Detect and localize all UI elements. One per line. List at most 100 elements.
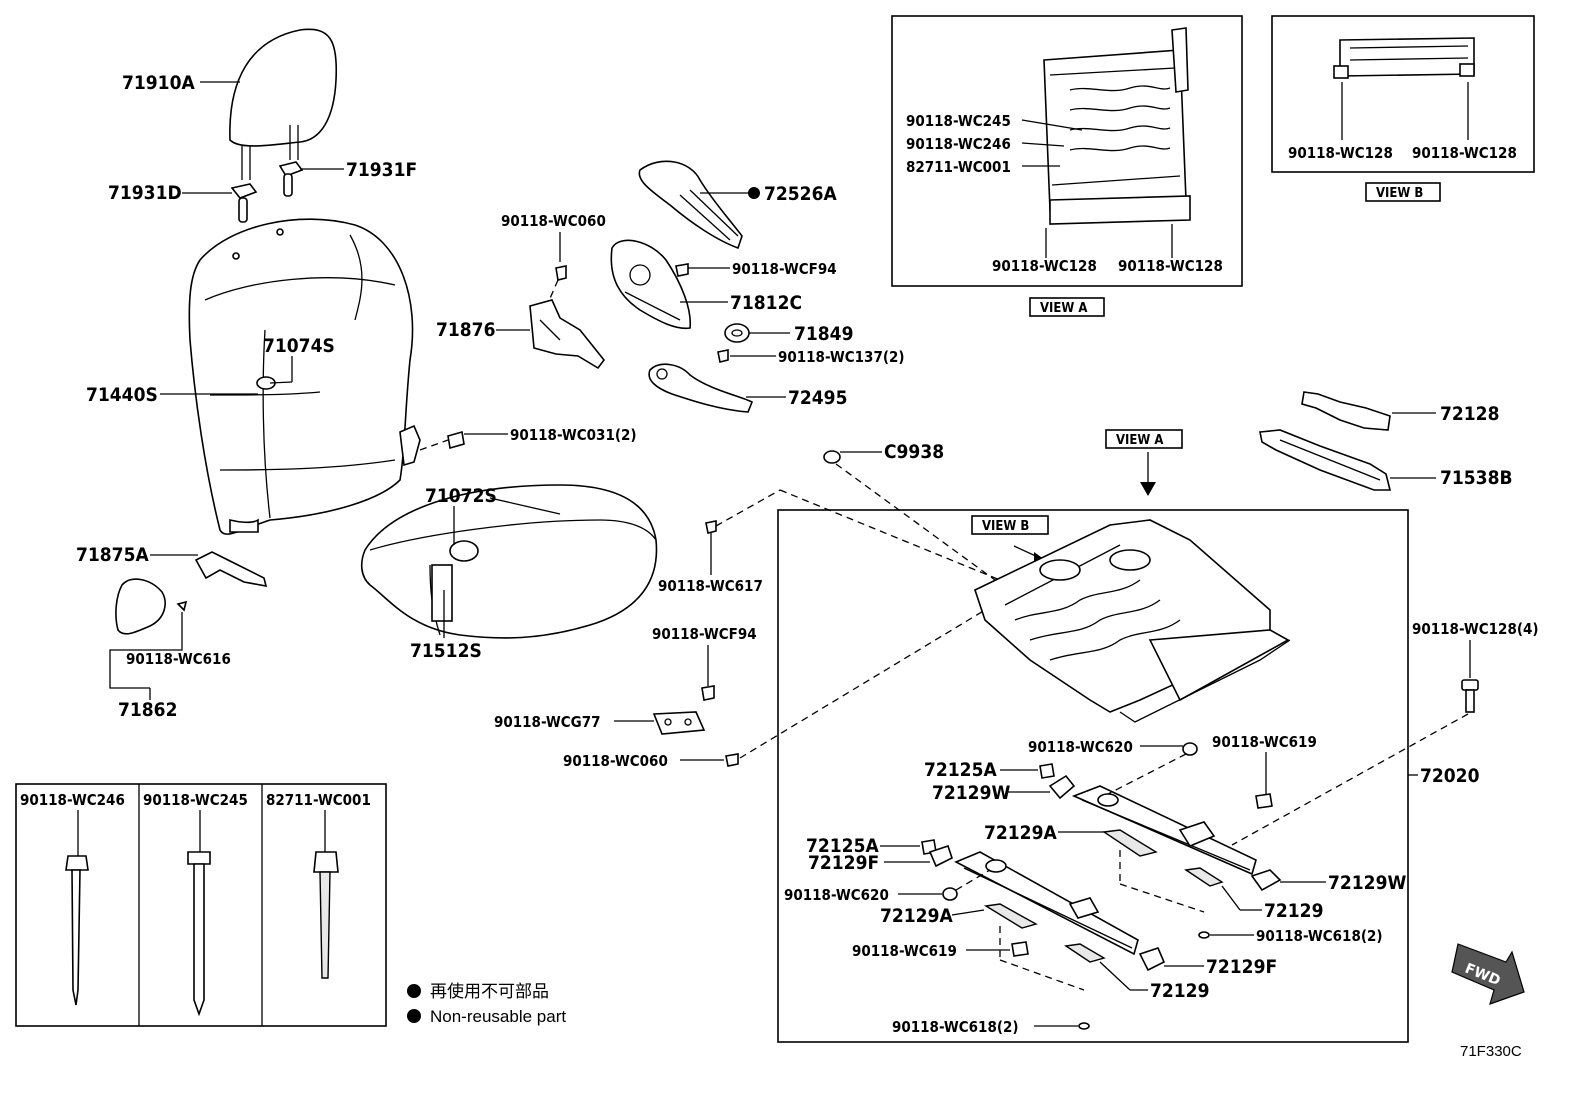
cover-72526A bbox=[638, 160, 743, 250]
label-90118-WC619-a: 90118-WC619 bbox=[1212, 733, 1317, 751]
clip-90118-WC618-b bbox=[1078, 1022, 1090, 1030]
cover-71812C bbox=[610, 239, 692, 330]
screw-90118-WC619-b bbox=[1011, 941, 1029, 957]
label-90118-WC060-upper: 90118-WC060 bbox=[501, 212, 606, 230]
seat-frame bbox=[974, 519, 1291, 723]
label-71440S: 71440S bbox=[86, 384, 158, 406]
label-72495: 72495 bbox=[788, 387, 847, 409]
view-a-label-2: 90118-WC246 bbox=[906, 135, 1011, 153]
legend-en: Non-reusable part bbox=[430, 1007, 566, 1026]
screw-90118-WC619-a bbox=[1255, 793, 1273, 809]
main-view-b-tag: VIEW B bbox=[982, 519, 1029, 534]
label-90118-WC620-b: 90118-WC620 bbox=[784, 886, 889, 904]
view-b-title: VIEW B bbox=[1376, 186, 1423, 201]
guide-71931D bbox=[230, 183, 258, 223]
label-72129W-a: 72129W bbox=[932, 782, 1010, 804]
cover-71862 bbox=[115, 578, 188, 635]
label-72129F-b: 72129F bbox=[1206, 956, 1277, 978]
view-b-label-2: 90118-WC128 bbox=[1412, 144, 1517, 162]
screw-90118-WCF94-upper bbox=[675, 263, 689, 277]
bolt-90118-WC031 bbox=[419, 430, 465, 451]
rail-lower bbox=[954, 851, 1139, 963]
label-72020: 72020 bbox=[1420, 765, 1480, 787]
view-a-title: VIEW A bbox=[1040, 301, 1087, 316]
label-71875A: 71875A bbox=[76, 544, 149, 566]
bracket-90118-WCG77 bbox=[652, 711, 706, 735]
label-90118-WCF94-upper: 90118-WCF94 bbox=[732, 260, 837, 278]
tie-label-3: 82711-WC001 bbox=[266, 791, 371, 809]
label-90118-WC617: 90118-WC617 bbox=[658, 577, 763, 595]
label-72125A-b: 72125A bbox=[806, 835, 879, 857]
cover-71538B bbox=[1259, 429, 1392, 491]
label-90118-WC618-a: 90118-WC618(2) bbox=[1256, 927, 1383, 945]
label-71876: 71876 bbox=[436, 319, 495, 341]
label-90118-WC137: 90118-WC137(2) bbox=[778, 348, 905, 366]
label-72526A: 72526A bbox=[764, 183, 837, 205]
screw-90118-WC620-a bbox=[1182, 742, 1198, 756]
label-90118-WCF94-lower: 90118-WCF94 bbox=[652, 625, 757, 643]
screw-90118-WC620-b bbox=[942, 887, 958, 901]
headrest-71910A bbox=[229, 28, 338, 180]
label-71812C: 71812C bbox=[730, 292, 802, 314]
main-view-a-tag: VIEW A bbox=[1116, 433, 1163, 448]
fwd-arrow-icon: FWD bbox=[1451, 943, 1525, 1005]
view-a-label-5: 90118-WC128 bbox=[1118, 257, 1223, 275]
clip-72129F-b bbox=[1138, 947, 1166, 972]
label-71931F: 71931F bbox=[346, 159, 417, 181]
clip-72129W-a bbox=[1048, 774, 1076, 800]
label-90118-WC060-lower: 90118-WC060 bbox=[563, 752, 668, 770]
label-90118-WC616: 90118-WC616 bbox=[126, 650, 231, 668]
label-72129W-b: 72129W bbox=[1328, 872, 1406, 894]
lever-72495 bbox=[648, 363, 754, 413]
view-b-inset: 90118-WC128 90118-WC128 VIEW B bbox=[1271, 15, 1535, 202]
cap-C9938 bbox=[823, 450, 841, 464]
screw-90118-WC617 bbox=[705, 520, 717, 534]
label-71862: 71862 bbox=[118, 699, 177, 721]
legend-jp: 再使用不可部品 bbox=[430, 981, 549, 1001]
view-a-inset: 90118-WC245 90118-WC246 82711-WC001 9011… bbox=[891, 15, 1243, 317]
label-72129A-a: 72129A bbox=[984, 822, 1057, 844]
view-a-label-1: 90118-WC245 bbox=[906, 112, 1011, 130]
screw-90118-WCF94-lower bbox=[701, 685, 715, 701]
label-71072S: 71072S bbox=[425, 485, 497, 507]
label-90118-WC128x4: 90118-WC128(4) bbox=[1412, 620, 1539, 638]
label-71074S: 71074S bbox=[263, 335, 335, 357]
label-72129F-a: 72129F bbox=[808, 852, 879, 874]
non-reusable-dot bbox=[748, 187, 760, 199]
label-72125A-a: 72125A bbox=[924, 759, 997, 781]
label-72129-b: 72129 bbox=[1150, 980, 1209, 1002]
screw-90118-WC137 bbox=[717, 349, 729, 363]
bracket-71875A bbox=[194, 551, 268, 588]
label-90118-WC620-a: 90118-WC620 bbox=[1028, 738, 1133, 756]
label-71849: 71849 bbox=[794, 323, 853, 345]
view-b-label-1: 90118-WC128 bbox=[1288, 144, 1393, 162]
label-90118-WC619-b: 90118-WC619 bbox=[852, 942, 957, 960]
label-71512S: 71512S bbox=[410, 640, 482, 662]
seat-cushion-71512S bbox=[360, 484, 658, 639]
clip-72125A-a bbox=[1039, 763, 1055, 779]
legend: 再使用不可部品 Non-reusable part bbox=[407, 981, 566, 1026]
label-C9938: C9938 bbox=[884, 441, 944, 463]
clip-72129W-b bbox=[1250, 869, 1282, 892]
tie-label-1: 90118-WC246 bbox=[20, 791, 125, 809]
label-71931D: 71931D bbox=[108, 182, 182, 204]
label-71910A: 71910A bbox=[122, 72, 195, 94]
seatback-cover-71074S bbox=[188, 218, 421, 535]
rail-upper bbox=[1071, 785, 1257, 887]
view-a-label-4: 90118-WC128 bbox=[992, 257, 1097, 275]
washer-71849 bbox=[724, 323, 750, 343]
ties-table: 90118-WC246 90118-WC245 82711-WC001 bbox=[15, 783, 387, 1027]
label-72129A-b: 72129A bbox=[880, 905, 953, 927]
label-90118-WC031: 90118-WC031(2) bbox=[510, 426, 637, 444]
diagram-code: 71F330C bbox=[1460, 1043, 1522, 1060]
cover-72128 bbox=[1301, 391, 1391, 431]
label-90118-WCG77: 90118-WCG77 bbox=[494, 713, 601, 731]
view-a-label-3: 82711-WC001 bbox=[906, 158, 1011, 176]
bolt-90118-WC128 bbox=[1461, 679, 1479, 713]
label-72128: 72128 bbox=[1440, 403, 1499, 425]
guide-71931F bbox=[278, 161, 304, 197]
bracket-71876 bbox=[529, 299, 606, 370]
label-71538B: 71538B bbox=[1440, 467, 1513, 489]
clip-90118-WC618-a bbox=[1198, 931, 1210, 939]
